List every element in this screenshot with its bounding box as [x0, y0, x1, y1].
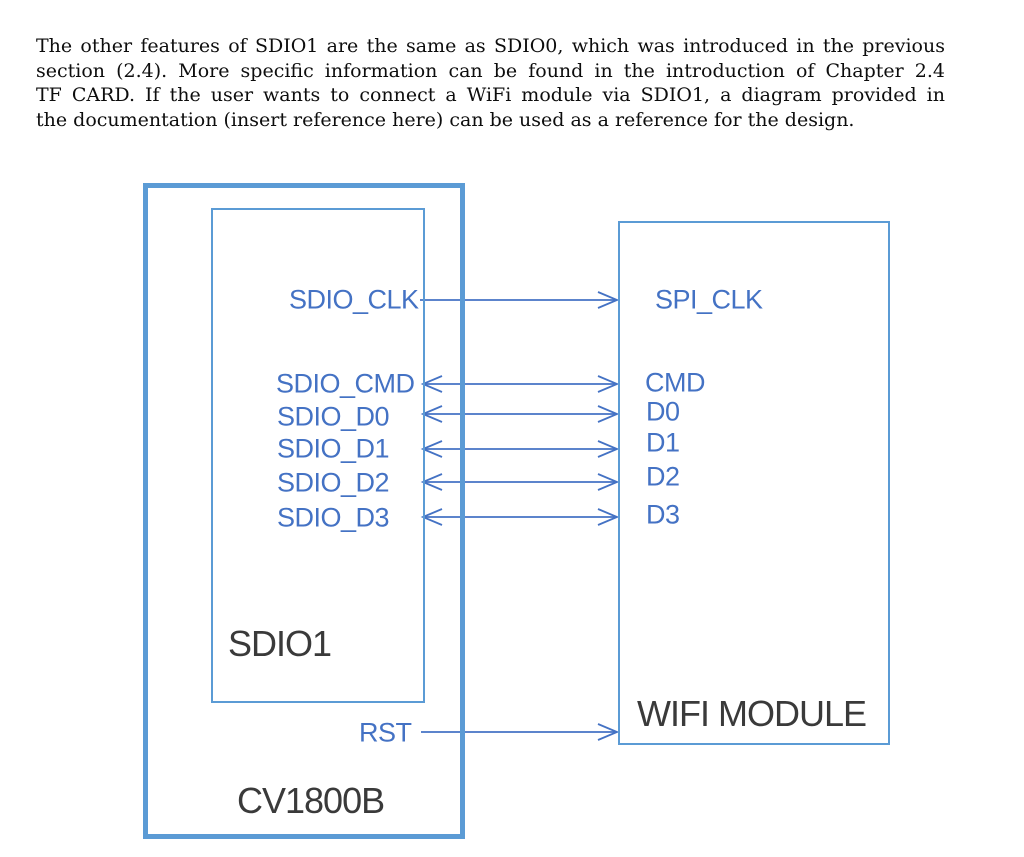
signal-label-d3: D3	[646, 499, 680, 530]
paragraph-line: TF CARD. If the user wants to connect a …	[36, 84, 945, 106]
sdio1-block-title: SDIO1	[228, 623, 332, 664]
wifi-module-title: WIFI MODULE	[637, 693, 867, 734]
signal-label-sdio-d1: SDIO_D1	[277, 433, 390, 464]
wifi-module-box	[618, 221, 890, 745]
signal-label-d1: D1	[646, 427, 680, 458]
signal-label-sdio-d0: SDIO_D0	[277, 401, 390, 432]
intro-paragraph: The other features of SDIO1 are the same…	[36, 34, 945, 132]
signal-label-sdio-clk: SDIO_CLK	[289, 284, 419, 315]
signal-label-d0: D0	[646, 396, 680, 427]
signal-label-sdio-cmd: SDIO_CMD	[276, 368, 415, 399]
paragraph-line: the documentation (insert reference here…	[36, 108, 855, 131]
sdio1-block-box	[211, 208, 425, 703]
signal-label-sdio-d2: SDIO_D2	[277, 467, 390, 498]
signal-label-sdio-d3: SDIO_D3	[277, 502, 390, 533]
cv1800b-chip-title: CV1800B	[237, 780, 385, 821]
paragraph-line: section (2.4). More specific information…	[36, 59, 945, 82]
signal-label-spi-clk: SPI_CLK	[655, 284, 763, 315]
cv1800b-chip-box	[143, 183, 465, 839]
signal-label-rst: RST	[359, 717, 412, 748]
signal-label-d2: D2	[646, 461, 680, 492]
signal-label-cmd: CMD	[645, 367, 706, 398]
paragraph-line: The other features of SDIO1 are the same…	[36, 35, 945, 57]
